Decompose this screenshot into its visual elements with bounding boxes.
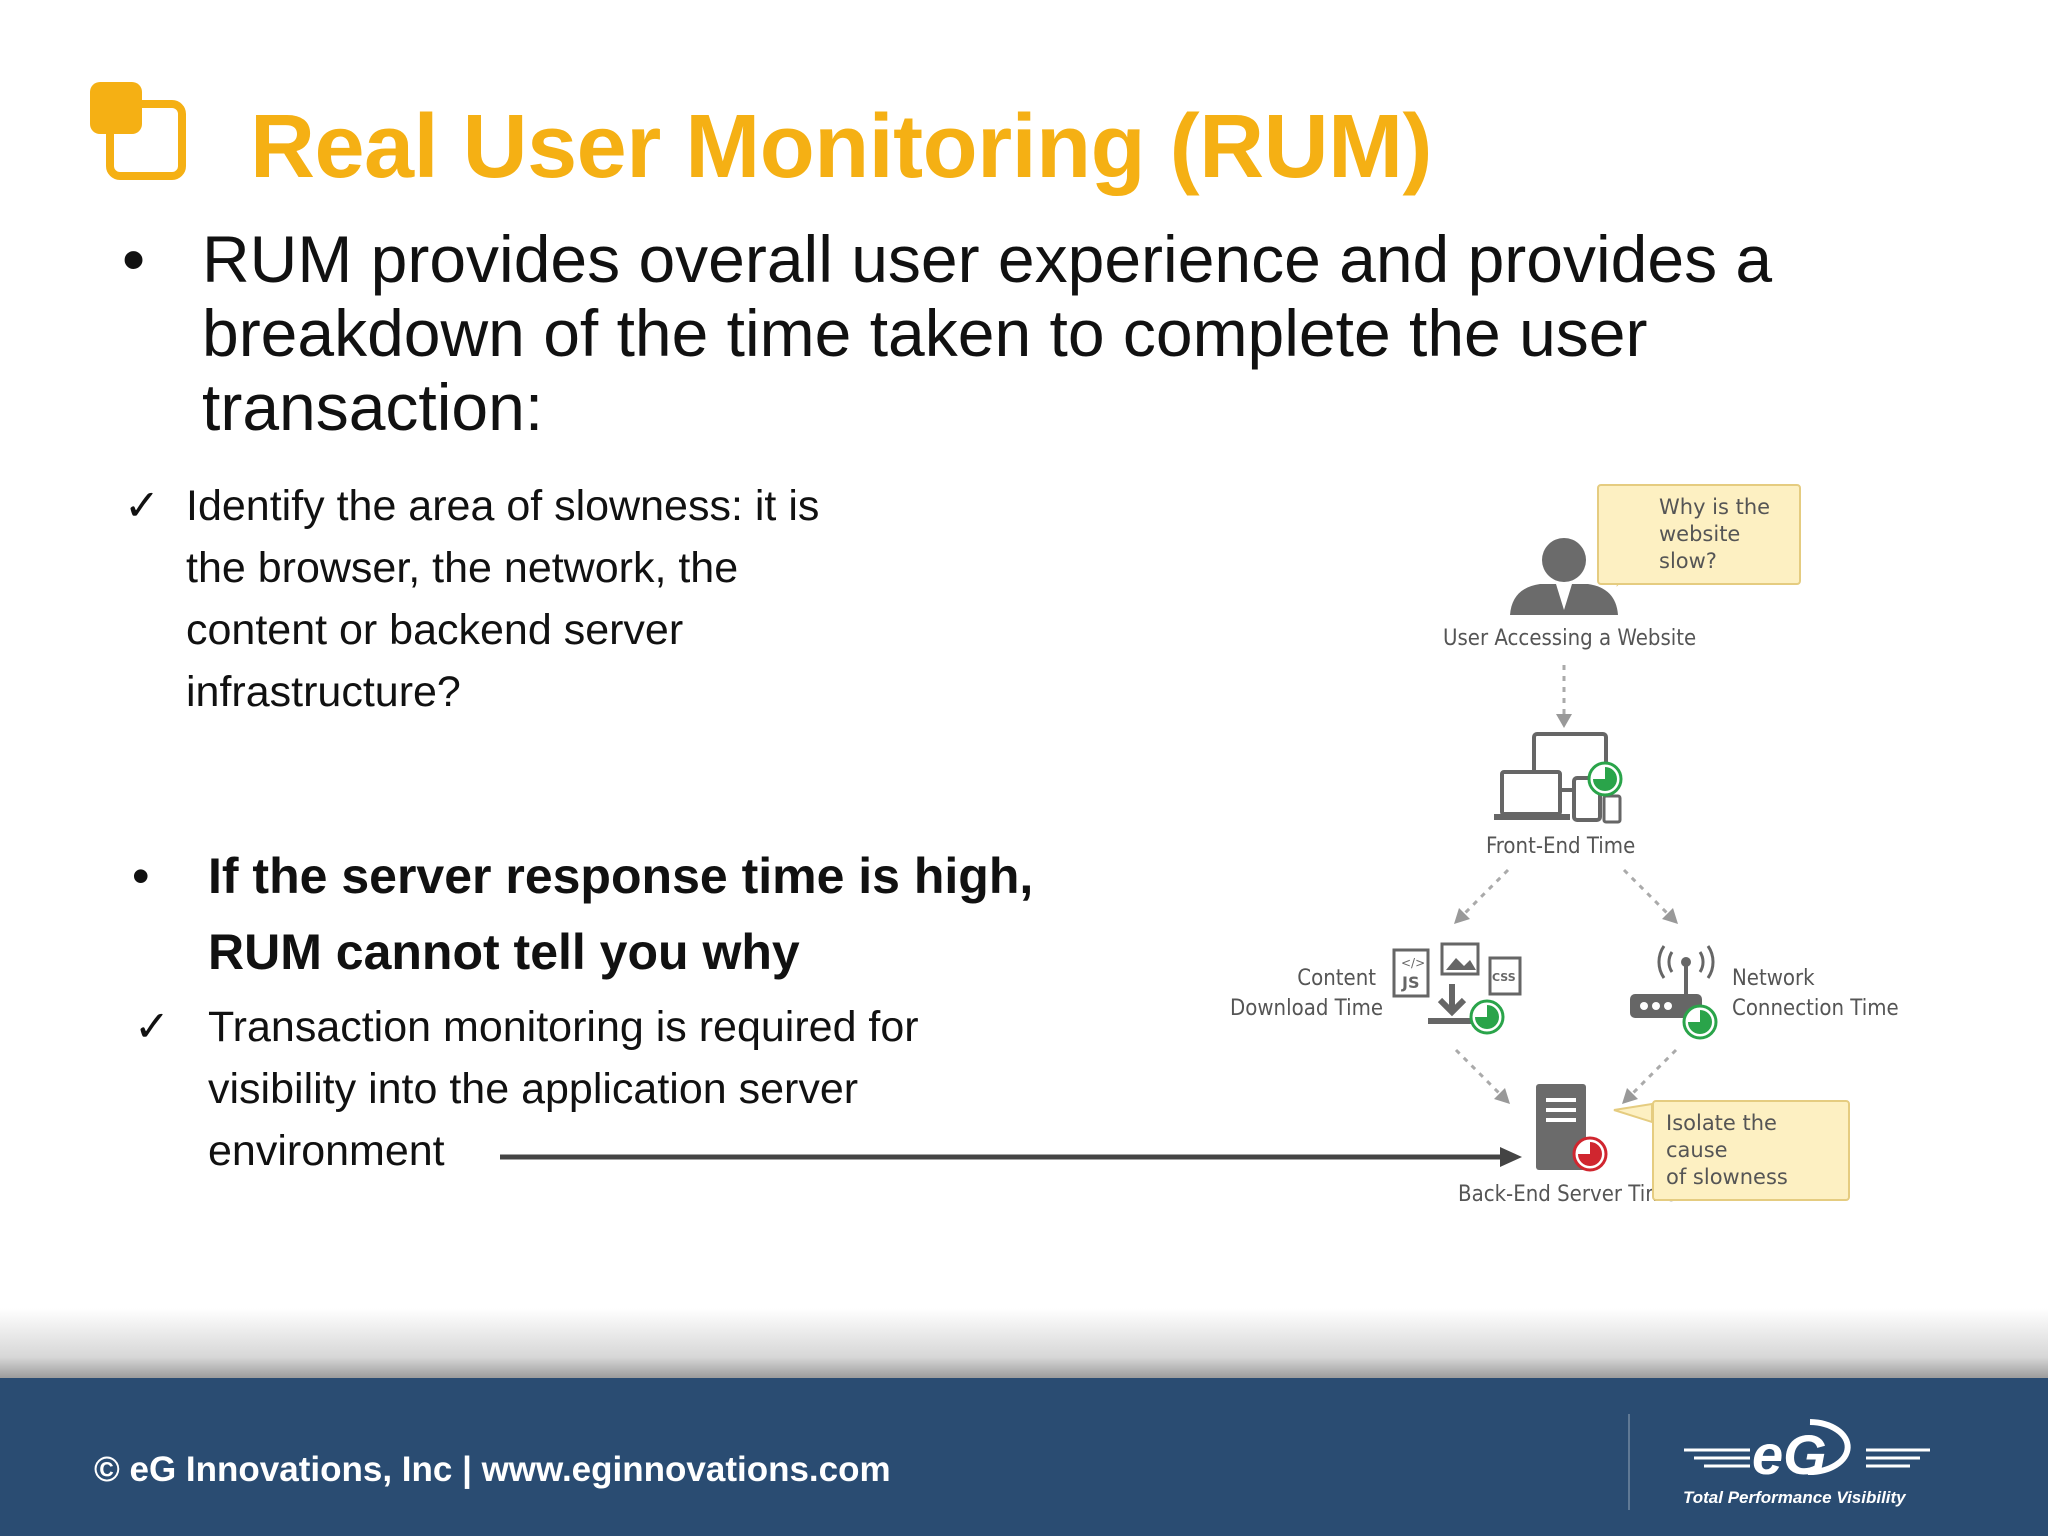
title-squares-icon <box>90 82 186 180</box>
js-glyph: JS <box>1401 973 1419 992</box>
checkmark-icon: ✓ <box>134 1002 171 1052</box>
checkmark-icon: ✓ <box>124 481 161 531</box>
callout-why-slow: Why is the website slow? <box>1597 484 1801 585</box>
timer-green-icon <box>1682 1004 1718 1040</box>
backend-label: Back-End Server Time <box>1458 1182 1677 1207</box>
user-icon <box>1510 538 1618 615</box>
content-files-icon <box>1392 942 1522 1024</box>
logo-text: eG <box>1752 1423 1827 1486</box>
css-glyph: CSS <box>1492 971 1516 984</box>
router-icon <box>1630 945 1715 1018</box>
bold-bullet-text: If the server response time is high, RUM… <box>208 848 1034 980</box>
content-label: Content Download Time <box>1230 964 1384 1024</box>
user-label: User Accessing a Website <box>1443 626 1697 651</box>
main-bullet-text: RUM provides overall user experience and… <box>202 222 1773 444</box>
label-line: Content <box>1297 966 1376 991</box>
diagram-graphics: </> JS CSS <box>1392 496 1718 1172</box>
footer-divider <box>1628 1414 1630 1510</box>
rum-diagram: </> JS CSS <box>1200 470 1920 1230</box>
label-line: Connection Time <box>1732 996 1899 1021</box>
network-label: Network Connection Time <box>1732 964 1899 1024</box>
bullet-symbol: • <box>132 848 150 904</box>
check-item-text: Transaction monitoring is required for v… <box>208 1003 919 1175</box>
eg-logo-icon: eG <box>1684 1419 1930 1486</box>
bullet-symbol: • <box>122 222 146 296</box>
timer-green-icon <box>1469 999 1505 1035</box>
timer-green-icon <box>1587 761 1623 797</box>
footer-tagline: Total Performance Visibility <box>1683 1488 1906 1507</box>
footer-shadow <box>0 1308 2048 1378</box>
label-line: Network <box>1732 966 1815 991</box>
code-glyph: </> <box>1401 956 1425 970</box>
label-line: Download Time <box>1230 996 1384 1021</box>
callout-line: Isolate the cause <box>1666 1111 1777 1162</box>
callout-line: website slow? <box>1659 522 1741 573</box>
footer-copyright: © eG Innovations, Inc | www.eginnovation… <box>94 1450 891 1489</box>
timer-red-icon <box>1572 1136 1608 1172</box>
callout-line: of slowness <box>1666 1165 1788 1189</box>
callout-isolate: Isolate the cause of slowness <box>1652 1100 1850 1201</box>
page-title: Real User Monitoring (RUM) <box>250 97 1433 197</box>
check-item-text: Identify the area of slowness: it is the… <box>186 482 820 716</box>
callout-line: Why is the <box>1659 495 1771 519</box>
frontend-label: Front-End Time <box>1486 834 1636 859</box>
